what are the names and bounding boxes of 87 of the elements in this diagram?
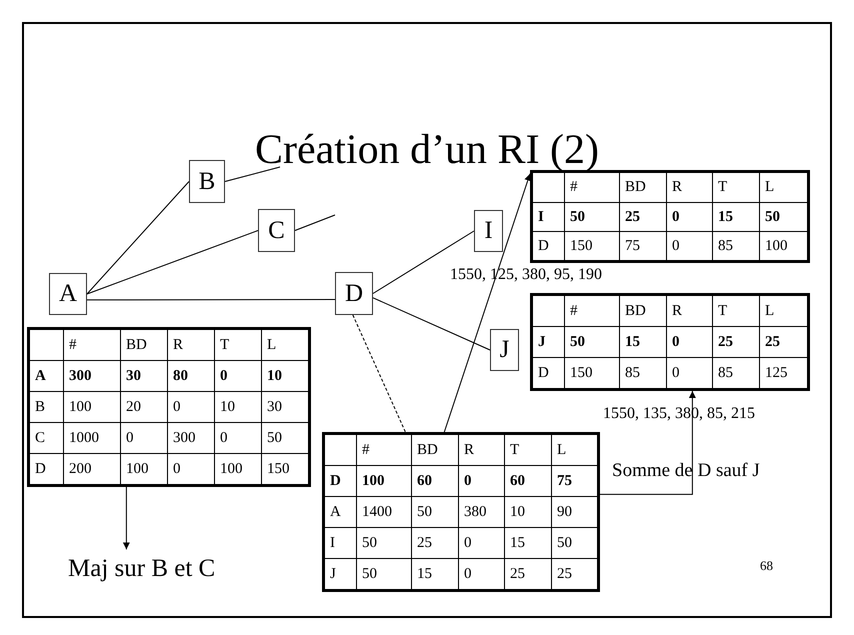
node-box bbox=[49, 273, 87, 315]
node-box bbox=[258, 209, 295, 252]
table-cell: 80 bbox=[168, 360, 214, 392]
table-cell: 0 bbox=[458, 466, 504, 496]
table-cell: BD bbox=[412, 434, 458, 466]
table-cell: A bbox=[324, 496, 356, 528]
connector-line bbox=[86, 230, 258, 294]
table-cell: D bbox=[324, 466, 356, 496]
table-cell: 50 bbox=[356, 528, 412, 558]
node-letter: D bbox=[344, 280, 364, 308]
table-cell: 10 bbox=[504, 496, 552, 528]
table-cell: 15 bbox=[712, 202, 760, 232]
table-cell: # bbox=[564, 294, 620, 326]
table-cell: 0 bbox=[120, 422, 168, 454]
table-cell: 0 bbox=[666, 326, 712, 358]
node-box bbox=[189, 160, 225, 203]
table-cell: 50 bbox=[412, 496, 458, 528]
connector-line bbox=[294, 214, 336, 231]
arrow bbox=[122, 486, 130, 550]
connector-line bbox=[224, 166, 280, 182]
table-cell: R bbox=[168, 328, 214, 360]
table-cell: A bbox=[28, 360, 64, 392]
arrow bbox=[444, 173, 532, 432]
table-cell: T bbox=[712, 294, 760, 326]
caption-text: Maj sur B et C bbox=[68, 555, 216, 583]
node-letter: C bbox=[268, 216, 285, 244]
table-cell: B bbox=[28, 392, 64, 422]
data-table bbox=[530, 170, 810, 263]
table-cell: I bbox=[324, 528, 356, 558]
table-cell: 60 bbox=[412, 466, 458, 496]
connector-line bbox=[372, 297, 490, 350]
node-letter: A bbox=[58, 280, 78, 308]
table-cell: R bbox=[666, 172, 712, 202]
table-cell: BD bbox=[120, 328, 168, 360]
note-text: Somme de D sauf J bbox=[612, 460, 760, 482]
connector-line bbox=[86, 299, 336, 300]
table-cell: 30 bbox=[120, 360, 168, 392]
table-cell: 15 bbox=[504, 528, 552, 558]
connector-line bbox=[86, 181, 190, 294]
table-cell: 300 bbox=[168, 422, 214, 454]
table-cell: BD bbox=[620, 172, 666, 202]
table-cell: # bbox=[356, 434, 412, 466]
arrow bbox=[600, 390, 696, 495]
table-cell: 100 bbox=[64, 392, 120, 422]
table-cell: 1400 bbox=[356, 496, 412, 528]
table-cell: 100 bbox=[356, 466, 412, 496]
table-cell: 50 bbox=[564, 202, 620, 232]
slide-title: Création d’un RI (2) bbox=[254, 126, 600, 174]
table-cell: 60 bbox=[504, 466, 552, 496]
table-cell: J bbox=[532, 326, 564, 358]
node-letter: I bbox=[484, 217, 493, 245]
table-cell: T bbox=[712, 172, 760, 202]
connector-line bbox=[352, 314, 406, 432]
table-cell: T bbox=[504, 434, 552, 466]
table-cell: # bbox=[564, 172, 620, 202]
table-cell: T bbox=[214, 328, 262, 360]
table-cell: R bbox=[458, 434, 504, 466]
table-cell: 10 bbox=[214, 392, 262, 422]
page-number: 68 bbox=[760, 558, 773, 574]
data-table bbox=[27, 327, 311, 487]
table-cell: 25 bbox=[712, 326, 760, 358]
table-cell: 0 bbox=[214, 360, 262, 392]
node-letter: B bbox=[198, 168, 216, 196]
table-cell: 25 bbox=[412, 528, 458, 558]
table-cell: 380 bbox=[458, 496, 504, 528]
data-table bbox=[530, 293, 810, 391]
table-cell: # bbox=[64, 328, 120, 360]
table-cell: R bbox=[666, 294, 712, 326]
table-cell: C bbox=[28, 422, 64, 454]
table-cell: 0 bbox=[458, 528, 504, 558]
table-cell: 0 bbox=[214, 422, 262, 454]
table-cell: 0 bbox=[666, 202, 712, 232]
node-box bbox=[490, 329, 519, 371]
table-cell: 50 bbox=[564, 326, 620, 358]
table-cell: 20 bbox=[120, 392, 168, 422]
table-cell: 15 bbox=[620, 326, 666, 358]
table-cell: 1000 bbox=[64, 422, 120, 454]
table-cell: 0 bbox=[168, 392, 214, 422]
table-cell: 300 bbox=[64, 360, 120, 392]
node-box bbox=[474, 210, 503, 252]
node-box bbox=[335, 272, 373, 315]
node-letter: J bbox=[500, 336, 510, 364]
table-cell: 25 bbox=[620, 202, 666, 232]
table-cell: I bbox=[532, 202, 564, 232]
data-table bbox=[322, 432, 600, 592]
connector-line bbox=[372, 230, 474, 294]
table-cell: BD bbox=[620, 294, 666, 326]
